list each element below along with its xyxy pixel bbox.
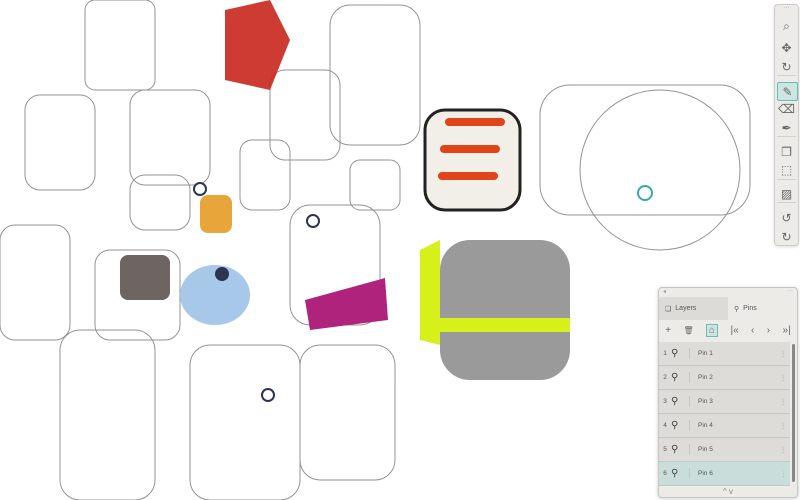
pin-icon: ⚲ <box>671 396 690 407</box>
pin-label: Pin 5 <box>698 446 713 453</box>
divider <box>777 136 796 137</box>
scrollbar[interactable] <box>792 344 795 482</box>
pin-label: Pin 2 <box>698 374 713 381</box>
pin-label: Pin 3 <box>698 398 713 405</box>
more-options-icon[interactable]: ⋮ <box>780 374 787 382</box>
scroll-arrows[interactable]: ^ v <box>723 487 733 496</box>
more-options-icon[interactable]: ⋮ <box>780 398 787 406</box>
pin-marker-4 <box>261 388 275 402</box>
prev-pin-button[interactable]: ‹ <box>751 325 755 336</box>
more-options-icon[interactable]: ⋮ <box>780 350 787 358</box>
pin-number: 5 <box>663 446 667 453</box>
pin-row[interactable]: 5 ⚲ Pin 5 ⋮ <box>659 438 790 462</box>
search-icon[interactable]: ⌕ <box>783 19 790 33</box>
tab-layers[interactable]: ❏Layers <box>659 297 728 320</box>
next-pin-button[interactable]: › <box>766 325 771 336</box>
pin-view-button[interactable]: ⌂ <box>706 324 719 337</box>
selection-icon[interactable]: ⬚ <box>780 162 793 177</box>
eraser-icon[interactable]: ⌫ <box>778 101 795 116</box>
tab-pins[interactable]: ⚲Pins <box>734 305 757 313</box>
pin-label: Pin 4 <box>698 422 713 429</box>
rotate-icon[interactable]: ↻ <box>781 59 792 74</box>
more-options-icon[interactable]: ⋮ <box>780 446 787 454</box>
pin-icon: ⚲ <box>671 468 690 479</box>
pin-markers <box>193 182 653 402</box>
drag-handle-icon[interactable]: ··· <box>783 5 790 11</box>
layers-icon: ❏ <box>665 305 672 313</box>
pin-icon: ⚲ <box>734 305 740 313</box>
pin-number: 3 <box>663 398 667 405</box>
pin-marker-2 <box>306 214 320 228</box>
pin-row[interactable]: 4 ⚲ Pin 4 ⋮ <box>659 414 790 438</box>
add-pin-button[interactable]: + <box>665 325 672 336</box>
image-icon[interactable]: ▨ <box>780 186 793 201</box>
pin-number: 6 <box>663 470 667 477</box>
redo-icon[interactable]: ↻ <box>781 229 792 244</box>
pin-row[interactable]: 6 ⚲ Pin 6 ⋮ <box>659 462 790 486</box>
pin-row[interactable]: 3 ⚲ Pin 3 ⋮ <box>659 390 790 414</box>
pin-label: Pin 6 <box>698 470 713 477</box>
more-options-icon[interactable]: ⋮ <box>780 470 787 478</box>
pin-icon: ⚲ <box>671 420 690 431</box>
pin-row[interactable]: 1 ⚲ Pin 1 ⋮ <box>659 342 790 366</box>
pin-row[interactable]: 2 ⚲ Pin 2 ⋮ <box>659 366 790 390</box>
pin-icon: ⚲ <box>671 348 690 359</box>
divider <box>777 179 796 180</box>
divider <box>777 75 796 76</box>
tool-palette: ··· ⌕ ✥ ↻ ✎⌫ ✒ ❐ ⬚ ▨ ↺ ↻ <box>774 4 799 246</box>
collapse-icon[interactable]: ◂ <box>663 289 667 295</box>
panel-menu-icon[interactable]: ··· <box>787 288 793 294</box>
divider <box>777 202 796 203</box>
layer-copy-icon[interactable]: ❐ <box>781 144 792 159</box>
pin-marker-6 <box>637 185 653 201</box>
pin-icon: ⚲ <box>671 444 690 455</box>
pin-number: 1 <box>663 350 667 357</box>
pin-label: Pin 1 <box>698 350 713 357</box>
pin-number: 2 <box>663 374 667 381</box>
move-icon[interactable]: ✥ <box>781 40 792 55</box>
first-pin-button[interactable]: |« <box>730 325 739 336</box>
undo-icon[interactable]: ↺ <box>781 210 792 225</box>
pin-marker-1 <box>193 182 207 196</box>
pins-panel: ◂ ··· ❏Layers ⚲Pins + 🗑 ⌂ |« ‹ › »| 1 ⚲ Pin… <box>658 287 798 498</box>
pin-marker-3 <box>215 267 229 281</box>
more-options-icon[interactable]: ⋮ <box>780 422 787 430</box>
last-pin-button[interactable]: »| <box>782 325 791 336</box>
eyedropper-icon[interactable]: ✒ <box>781 120 792 135</box>
pin-number: 4 <box>663 422 667 429</box>
delete-pin-button[interactable]: 🗑 <box>683 326 694 335</box>
pin-icon: ⚲ <box>671 372 690 383</box>
color-fills <box>120 0 570 380</box>
brush-icon[interactable]: ✎ <box>777 82 798 101</box>
